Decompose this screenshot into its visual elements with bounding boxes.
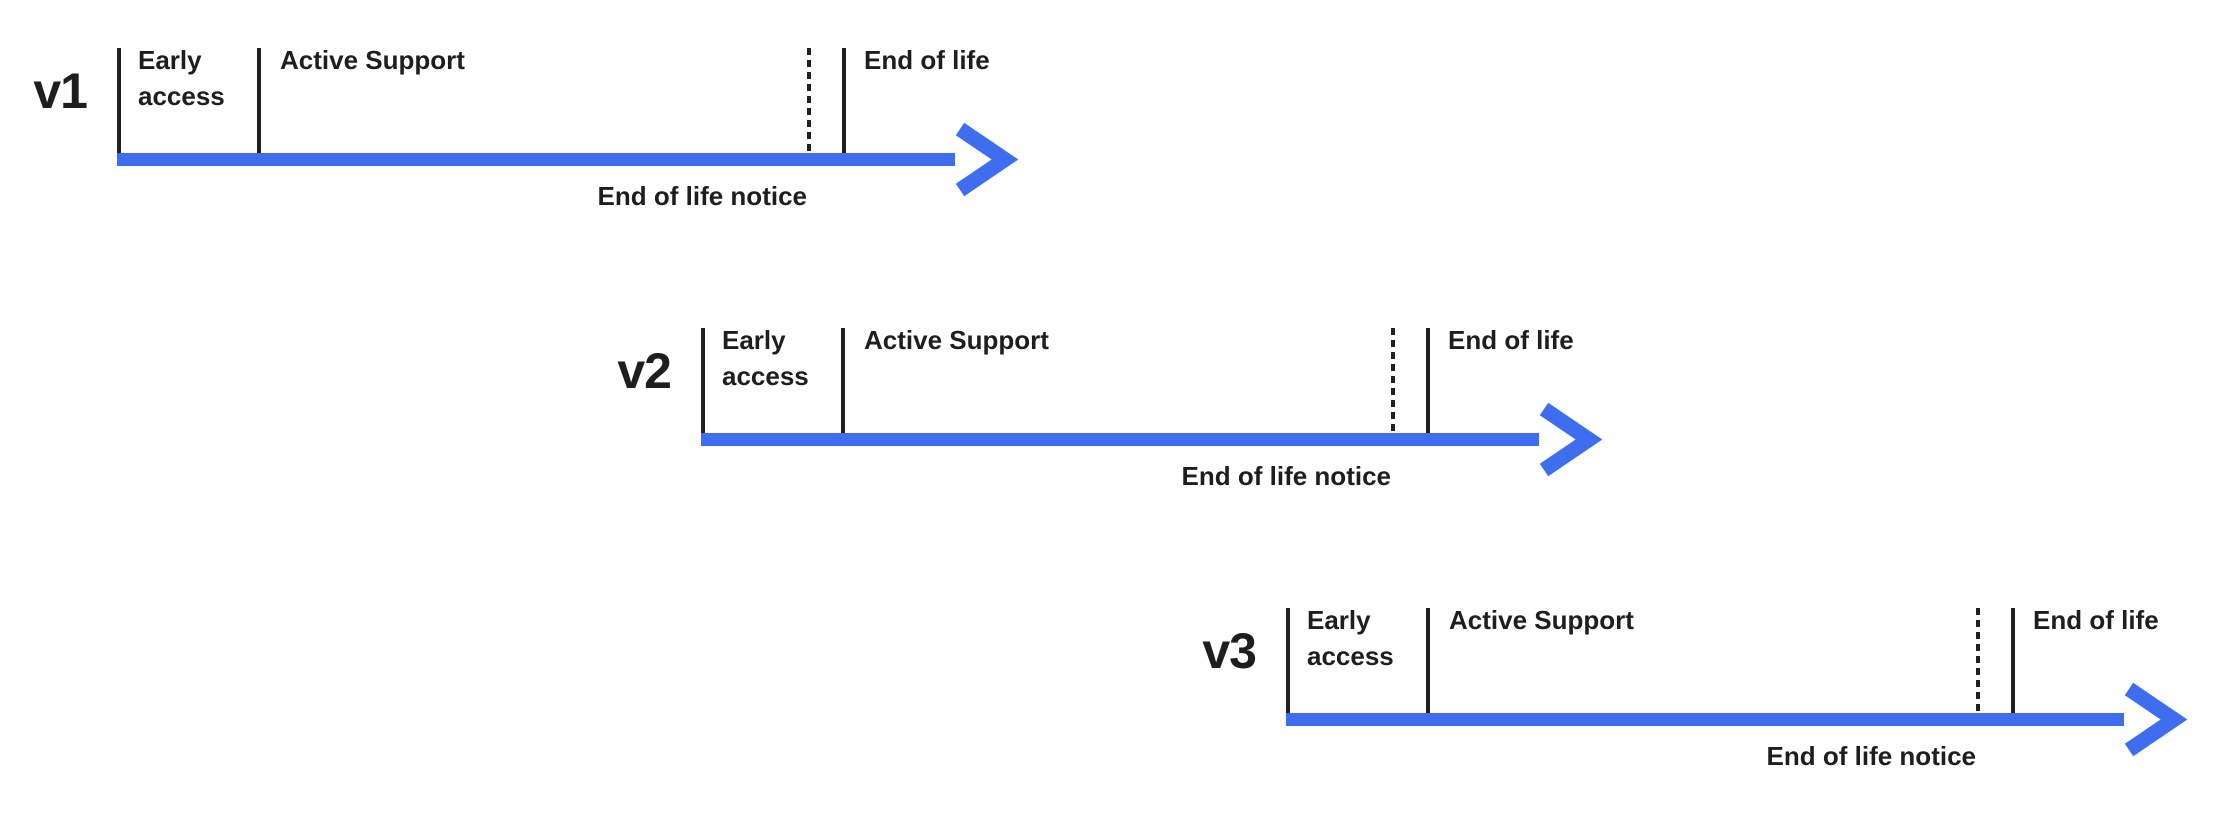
early-access-label: Early access [138, 45, 225, 111]
end-of-life-tick [2011, 608, 2015, 713]
end-of-life-notice-label: End of life notice [1181, 461, 1391, 491]
timeline-arrow [1286, 682, 2188, 757]
version-label: v2 [617, 343, 672, 399]
timeline-row-v3: v3 Early access Active Support End of li… [1156, 594, 2216, 824]
end-of-life-tick [1426, 328, 1430, 433]
end-of-life-label: End of life [1448, 325, 1574, 355]
timeline-arrow [117, 122, 1019, 197]
early-access-start-tick [701, 328, 705, 433]
active-support-label: Active Support [280, 45, 465, 75]
active-support-label: Active Support [864, 325, 1049, 355]
early-access-start-tick [117, 48, 121, 153]
eol-notice-dashed-tick [1976, 608, 1980, 713]
arrow-head-chevron [955, 122, 1019, 197]
arrow-head-chevron [2124, 682, 2188, 757]
end-of-life-notice-label: End of life notice [1766, 741, 1976, 771]
end-of-life-label: End of life [864, 45, 990, 75]
eol-notice-dashed-tick [807, 48, 811, 153]
active-support-start-tick [1426, 608, 1430, 713]
end-of-life-tick [842, 48, 846, 153]
end-of-life-label: End of life [2033, 605, 2159, 635]
early-access-start-tick [1286, 608, 1290, 713]
arrow-head-chevron [1539, 402, 1603, 477]
early-access-label: Early access [722, 325, 809, 391]
active-support-start-tick [841, 328, 845, 433]
timeline-row-v2: v2 Early access Active Support End of li… [571, 314, 1631, 544]
version-label: v1 [33, 63, 88, 119]
active-support-start-tick [257, 48, 261, 153]
active-support-label: Active Support [1449, 605, 1634, 635]
eol-notice-dashed-tick [1391, 328, 1395, 433]
end-of-life-notice-label: End of life notice [597, 181, 807, 211]
early-access-label: Early access [1307, 605, 1394, 671]
timeline-row-v1: v1 Early access Active Support End of li… [0, 34, 1047, 264]
timeline-arrow [701, 402, 1603, 477]
version-label: v3 [1202, 623, 1257, 679]
